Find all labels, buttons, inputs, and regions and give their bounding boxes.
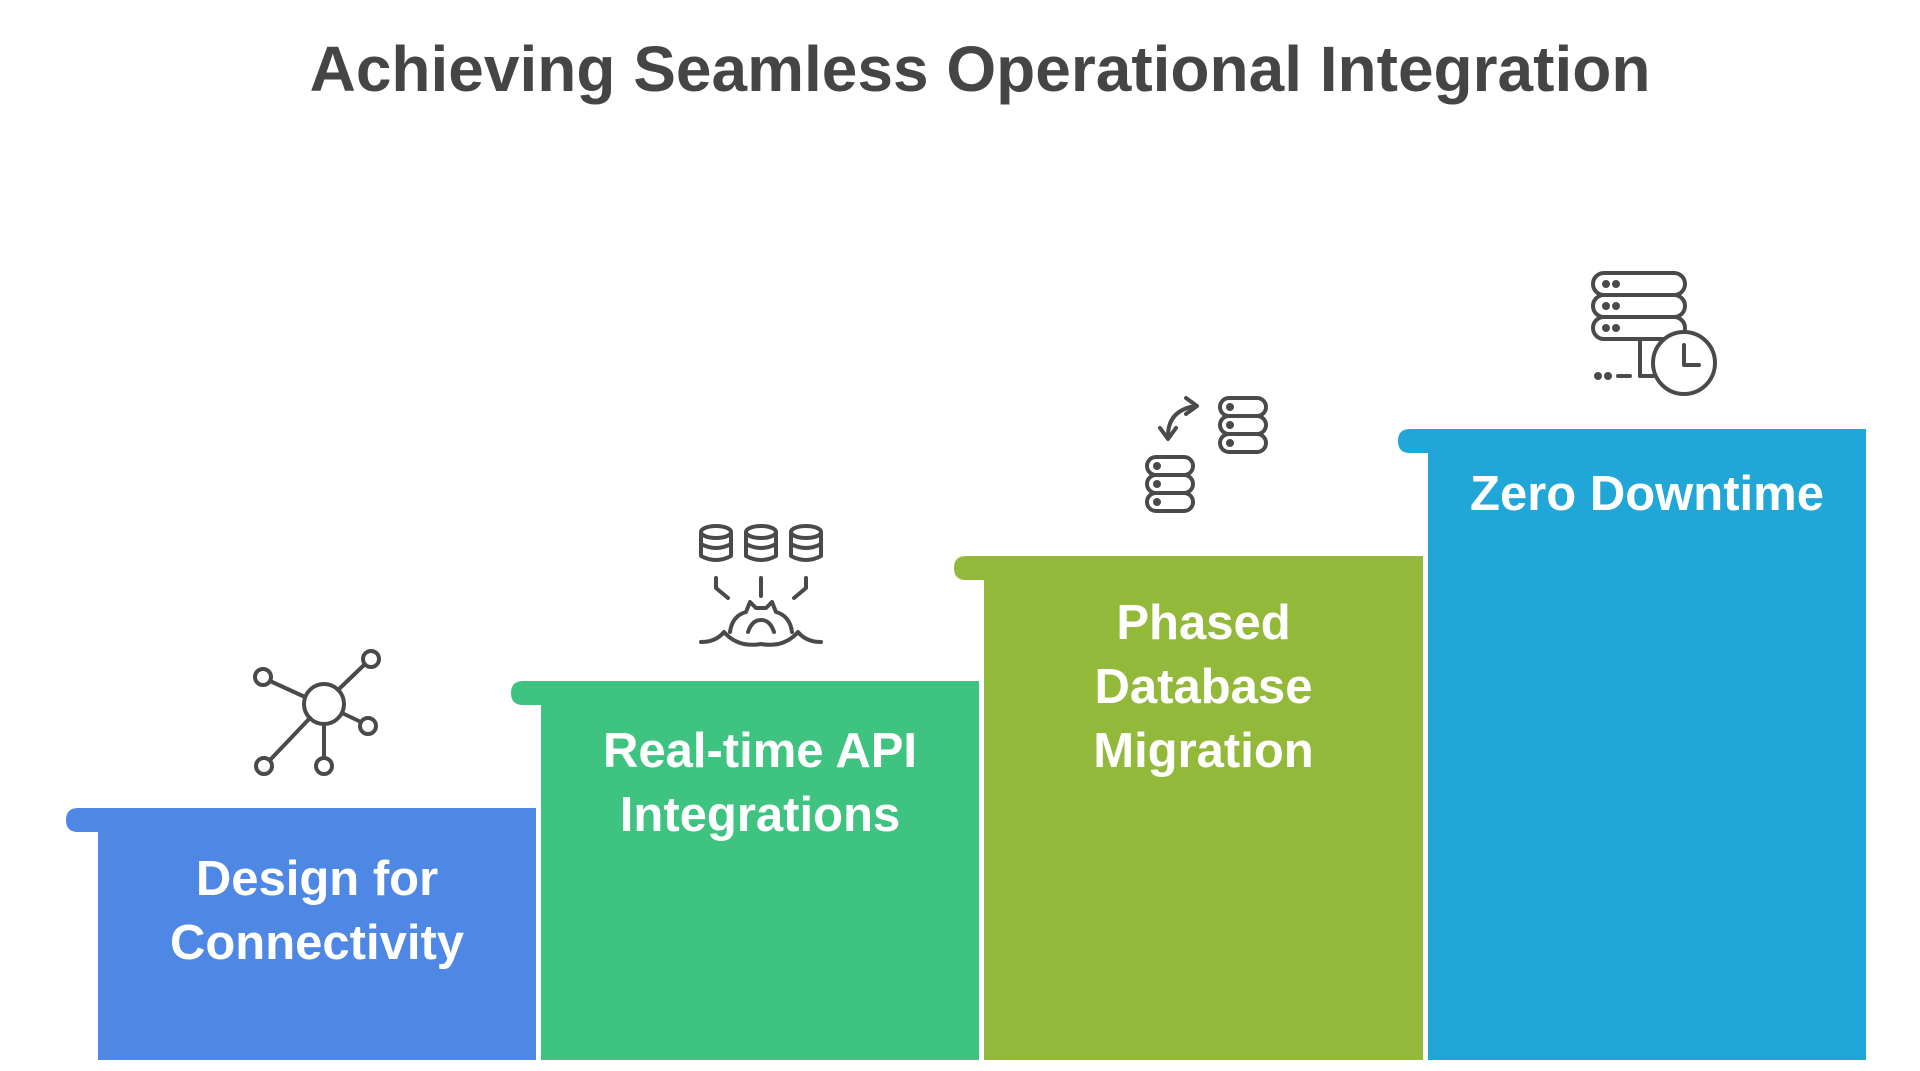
step-2-label: Real-time API Integrations [541, 719, 979, 847]
step-3-label: Phased Database Migration [984, 591, 1423, 783]
databases-gear-icon [699, 524, 823, 647]
step-4-block [1398, 429, 1866, 1060]
step-1-label-line-1: Design for [195, 852, 439, 906]
step-3-label-line-1: Phased [1116, 596, 1291, 650]
step-2-label-line-2: Integrations [619, 788, 901, 842]
step-2-label-line-1: Real-time API [602, 724, 918, 778]
page-title: Achieving Seamless Operational Integrati… [309, 33, 1651, 105]
step-1-block [66, 808, 536, 1060]
step-4-label-line-1: Zero Downtime [1470, 467, 1824, 521]
step-3-label-line-3: Migration [1093, 724, 1314, 778]
step-4-label: Zero Downtime [1428, 462, 1866, 526]
step-1-label-line-2: Connectivity [169, 916, 465, 970]
step-1-label: Design for Connectivity [98, 847, 536, 975]
step-3-block [954, 556, 1423, 1060]
step-3-label-line-2: Database [1094, 660, 1313, 714]
step-2-block [511, 681, 979, 1060]
network-hub-icon [253, 649, 381, 776]
database-transfer-icon [1145, 396, 1268, 513]
server-clock-icon [1591, 271, 1717, 396]
